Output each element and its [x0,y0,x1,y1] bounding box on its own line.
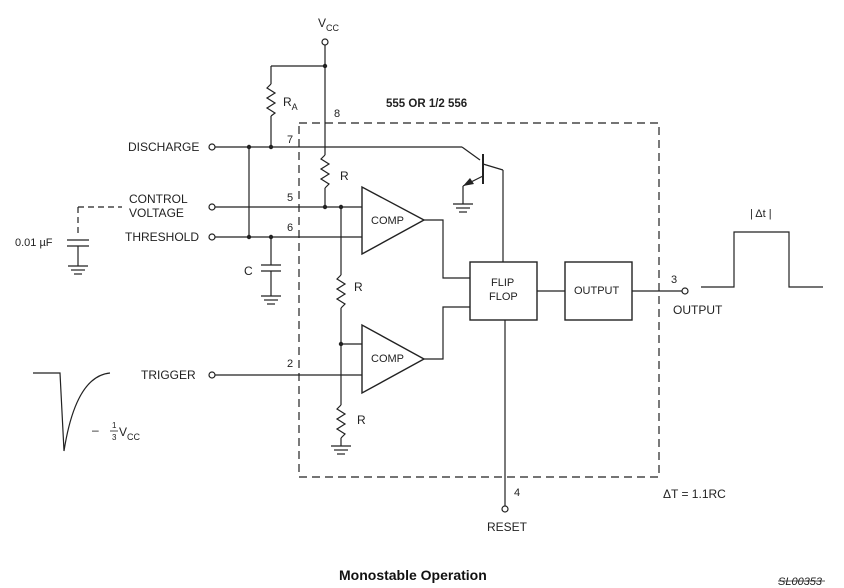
c-label: C [244,264,253,278]
trigger-label: TRIGGER [141,368,196,382]
output-pulse-waveform [701,231,823,288]
comp-to-flipflop-wires [424,219,470,360]
trigger-note-prefix: – [92,423,99,437]
output-block [564,261,633,321]
comp-lower-label: COMP [371,353,404,365]
trigger-note-denominator: 3 [112,433,117,442]
flipflop-label-1: FLIP [491,277,514,289]
cap-value-label: 0.01 µF [15,237,53,249]
vcc-label: VCC [318,16,340,33]
resistor-r-top [319,154,331,207]
control-line [208,203,362,211]
pin-3: 3 [671,274,677,286]
trigger-pulse-waveform [33,372,111,452]
ic-boundary [298,122,660,478]
figure-code: SL00353 [778,576,823,588]
flipflop-label-2: FLOP [489,291,518,303]
control-label-1: CONTROL [129,192,188,206]
pulse-width-label: | Δt | [750,208,772,220]
pin-2: 2 [287,358,293,370]
reset-label: RESET [487,520,528,534]
output-line [632,287,689,295]
reset-line [501,320,509,513]
resistor-ra [265,66,277,147]
discharge-label: DISCHARGE [128,140,199,154]
trigger-note-vcc: VCC [119,425,141,442]
comparator-lower [361,323,426,395]
threshold-label: THRESHOLD [125,230,199,244]
output-block-label: OUTPUT [574,285,620,297]
pin-8: 8 [334,108,340,120]
control-label-2: VOLTAGE [129,206,184,220]
vcc-terminal [271,38,329,155]
comp-upper-label: COMP [371,215,404,227]
threshold-line [208,147,362,241]
figure-title: Monostable Operation [339,567,487,583]
timing-capacitor [261,237,281,305]
divider-chain [331,207,362,455]
r-top-label: R [340,169,349,183]
output-label: OUTPUT [673,303,723,317]
trigger-line [208,371,362,379]
pin-7: 7 [287,134,293,146]
formula-label: ΔT = 1.1RC [663,487,726,501]
ic-label: 555 OR 1/2 556 [386,98,467,110]
comparator-upper [361,185,426,256]
r-mid-label: R [354,280,363,294]
pin-4: 4 [514,487,520,499]
pin-6: 6 [287,222,293,234]
flip-flop-block [469,261,538,321]
discharge-transistor [453,154,504,213]
control-capacitor [67,206,122,275]
pin-5: 5 [287,192,293,204]
r-bottom-label: R [357,413,366,427]
trigger-note-numerator: 1 [112,421,117,430]
ra-label: RA [283,95,298,112]
discharge-line [208,143,481,161]
